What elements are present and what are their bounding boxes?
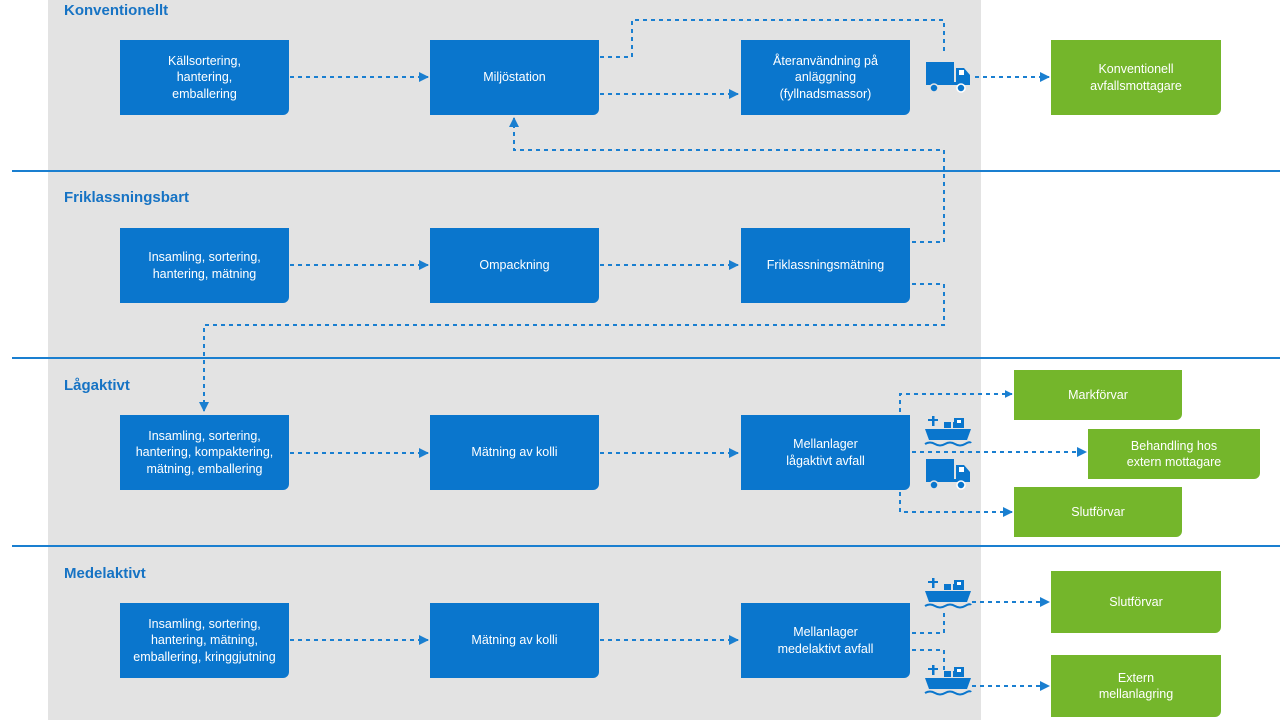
arrow-mellanlager-slutforvar-lag: [899, 492, 1013, 517]
box-label: Mellanlager medelaktivt avfall: [777, 625, 874, 656]
section-title-konventionellt: Konventionellt: [64, 2, 169, 19]
box-label: Ompackning: [479, 258, 550, 273]
box-insamling-friklassning: Insamling, sortering, hantering, mätning: [120, 228, 289, 303]
arrow-mellanlager-ship-extern: [912, 649, 945, 670]
box-label: Slutförvar: [1109, 594, 1163, 609]
box-konventionell-mottagare: Konventionell avfallsmottagare: [1051, 40, 1221, 115]
ship-icon: [924, 578, 972, 609]
box-kallsortering: Källsortering, hantering, emballering: [120, 40, 289, 115]
section-title-friklassningsbart: Friklassningsbart: [64, 189, 190, 206]
section-title-medelaktivt: Medelaktivt: [64, 565, 146, 582]
arrow-mellanlager-ship-slutforvar: [912, 612, 945, 634]
box-label: Konventionell avfallsmottagare: [1090, 62, 1182, 93]
box-miljostation: Miljöstation: [430, 40, 599, 115]
truck-icon: [926, 62, 970, 93]
box-matning-kolli-lagaktivt: Mätning av kolli: [430, 415, 599, 490]
box-label: Mätning av kolli: [471, 445, 558, 460]
ship-icon: [924, 665, 972, 696]
box-label: Extern mellanlagring: [1098, 670, 1174, 701]
box-label: Friklassningsmätning: [766, 258, 885, 273]
box-extern-mellanlagring: Extern mellanlagring: [1051, 655, 1221, 717]
arrow-friklassning-lagaktivt: [199, 283, 945, 412]
box-mellanlager-medelaktivt: Mellanlager medelaktivt avfall: [741, 603, 910, 678]
truck-icon: [926, 459, 970, 490]
arrow-friklassning-miljostation: [509, 117, 945, 243]
box-markforvar: Markförvar: [1014, 370, 1182, 420]
box-label: Slutförvar: [1071, 504, 1125, 519]
box-matning-kolli-medelaktivt: Mätning av kolli: [430, 603, 599, 678]
box-slutforvar-lagaktivt: Slutförvar: [1014, 487, 1182, 537]
section-divider: [12, 357, 1280, 359]
box-ateranvandning: Återanvändning på anläggning (fyllnadsma…: [741, 40, 910, 115]
box-insamling-lagaktivt: Insamling, sortering, hantering, kompakt…: [120, 415, 289, 490]
arrow-mellanlager-markforvar: [899, 390, 1013, 412]
section-divider: [12, 545, 1280, 547]
box-ompackning: Ompackning: [430, 228, 599, 303]
box-mellanlager-lagaktivt: Mellanlager lågaktivt avfall: [741, 415, 910, 490]
box-label: Behandling hos extern mottagare: [1126, 438, 1222, 469]
ship-icon: [924, 416, 972, 447]
box-label: Insamling, sortering, hantering, mätning…: [133, 617, 276, 664]
box-label: Insamling, sortering, hantering, kompakt…: [135, 429, 274, 476]
box-label: Återanvändning på anläggning (fyllnadsma…: [773, 54, 878, 101]
section-title-lagaktivt: Lågaktivt: [64, 377, 130, 394]
box-label: Mätning av kolli: [471, 633, 558, 648]
box-label: Insamling, sortering, hantering, mätning: [148, 250, 261, 281]
box-friklassningsmatning: Friklassningsmätning: [741, 228, 910, 303]
box-behandling-extern: Behandling hos extern mottagare: [1088, 429, 1260, 479]
box-slutforvar-medelaktivt: Slutförvar: [1051, 571, 1221, 633]
section-divider: [12, 170, 1280, 172]
box-label: Markförvar: [1068, 387, 1128, 402]
box-label: Källsortering, hantering, emballering: [168, 54, 241, 101]
box-insamling-medelaktivt: Insamling, sortering, hantering, mätning…: [120, 603, 289, 678]
box-label: Mellanlager lågaktivt avfall: [786, 437, 865, 468]
box-label: Miljöstation: [483, 70, 546, 85]
